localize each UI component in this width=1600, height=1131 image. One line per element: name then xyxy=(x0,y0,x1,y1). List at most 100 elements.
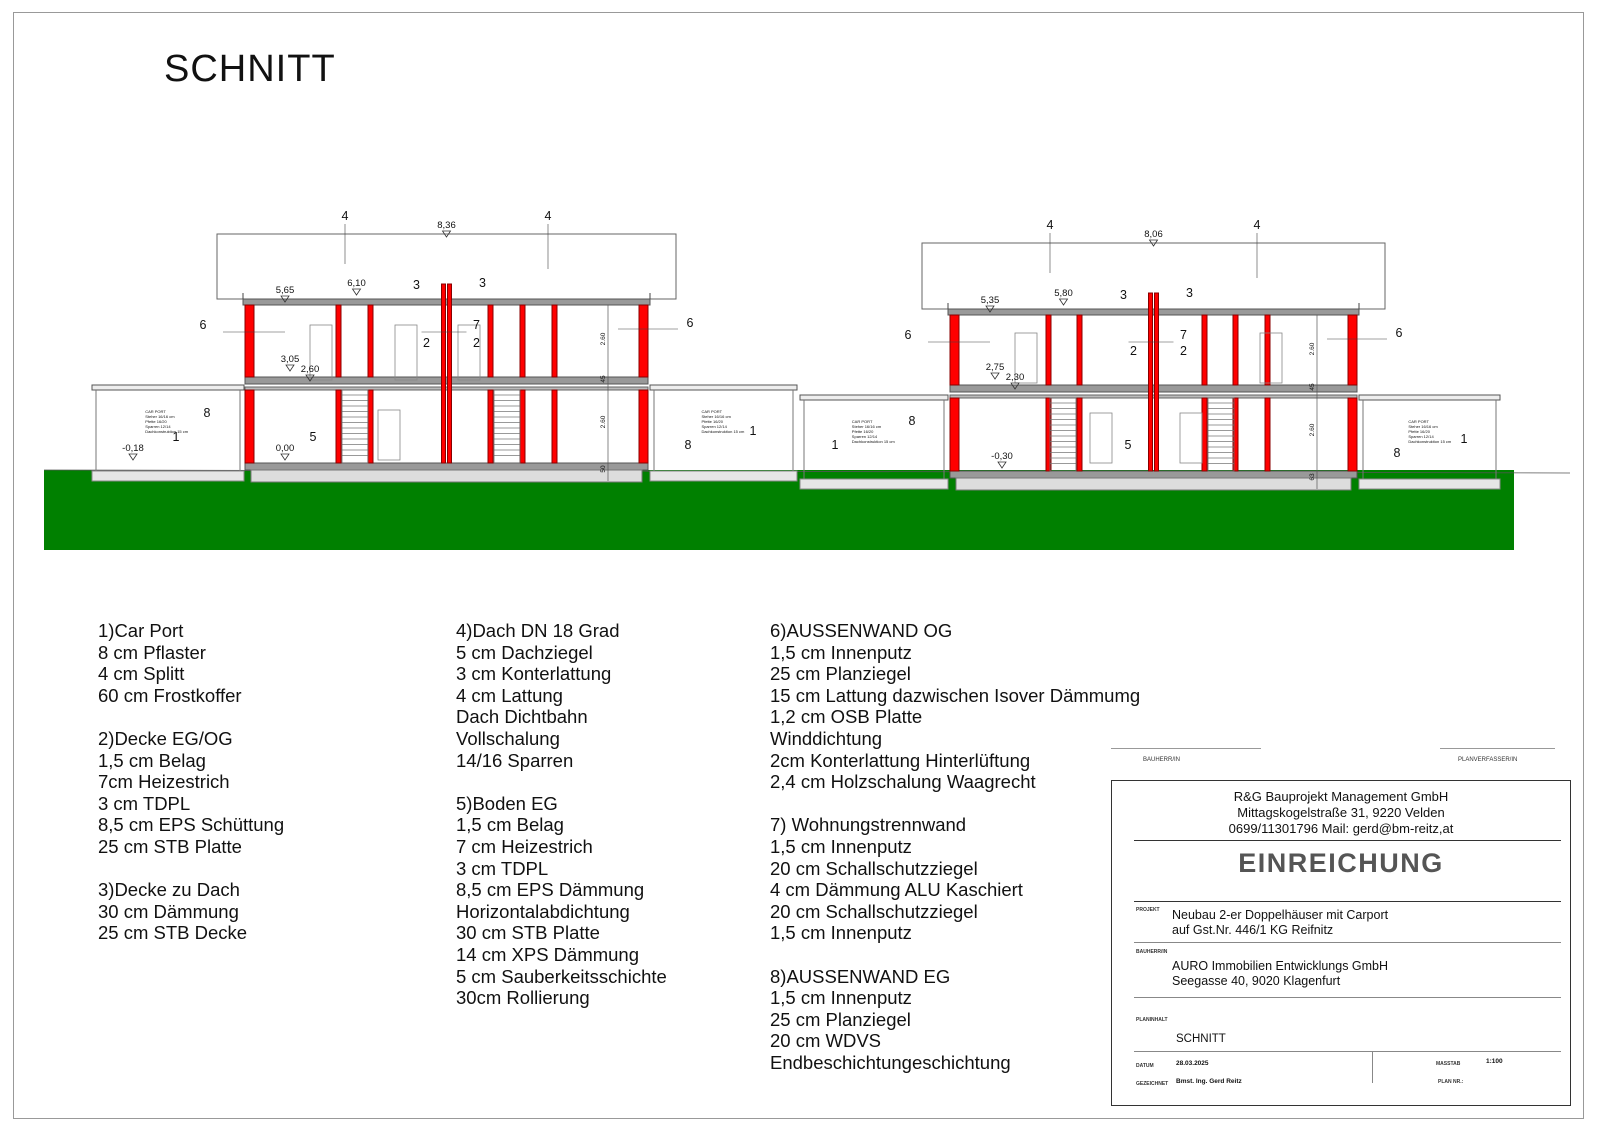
interior-wall xyxy=(519,304,526,378)
callout-3: 3 xyxy=(1186,286,1193,300)
legend-line: 1,5 cm Innenputz xyxy=(770,987,912,1009)
signature-label-bauherr: BAUHERR/IN xyxy=(1143,757,1181,763)
legend-line: 25 cm Planziegel xyxy=(770,1008,911,1030)
level-marker xyxy=(280,453,290,461)
level-ceiling: 5,65 xyxy=(276,285,295,296)
legend-line: Vollschalung xyxy=(456,727,560,749)
interior-wall xyxy=(335,389,342,464)
gezeichnet-value: Bmst. Ing. Gerd Reitz xyxy=(1176,1078,1242,1085)
interior-wall xyxy=(1045,314,1052,386)
door-outline xyxy=(1089,412,1113,464)
door-outline xyxy=(394,324,418,381)
projekt-line: Neubau 2-er Doppelhäuser mit Carport xyxy=(1172,908,1389,922)
carport-note: Pfette 16/20 xyxy=(852,429,874,434)
legend-item-6: 6)AUSSENWAND OG 1,5 cm Innenputz 25 cm P… xyxy=(770,620,1140,793)
carport-note: Dachkonstruktion 15 cm xyxy=(852,439,896,444)
callout-4: 4 xyxy=(545,209,552,223)
legend-heading: 8)AUSSENWAND EG xyxy=(770,965,951,987)
carport-note: Steher 16/16 cm xyxy=(701,414,731,419)
callout-2: 2 xyxy=(1180,344,1187,358)
legend-line: 5 cm Dachziegel xyxy=(456,641,593,663)
stair-outline xyxy=(493,389,521,464)
door-outline xyxy=(1259,332,1283,384)
floor-slab-lower xyxy=(949,394,1358,399)
callout-5: 5 xyxy=(310,430,317,444)
callout-1: 1 xyxy=(173,430,180,444)
carport-roof xyxy=(799,394,949,401)
carport-note: CAR PORT xyxy=(1408,419,1429,424)
legend-heading: 6)AUSSENWAND OG xyxy=(770,620,953,641)
legend-heading: 2)Decke EG/OG xyxy=(98,727,233,749)
projekt-line: auf Gst.Nr. 446/1 KG Reifnitz xyxy=(1172,923,1334,937)
interior-wall xyxy=(335,304,342,378)
legend-line: 4 cm Lattung xyxy=(456,684,563,706)
interior-wall xyxy=(1232,397,1239,472)
callout-6: 6 xyxy=(1396,326,1403,340)
legend-line: 30 cm STB Platte xyxy=(456,922,600,944)
legend-column-3: 6)AUSSENWAND OG 1,5 cm Innenputz 25 cm P… xyxy=(770,620,1140,1095)
dimension-text: 63 xyxy=(1309,473,1316,481)
interior-wall xyxy=(367,304,374,378)
dimension-text: 2.60 xyxy=(1309,423,1316,436)
legend-line: 4 cm Splitt xyxy=(98,663,185,685)
legend-heading: 5)Boden EG xyxy=(456,792,558,814)
divider xyxy=(1134,901,1561,902)
company-info: R&G Bauprojekt Management GmbH Mittagsko… xyxy=(1112,789,1570,837)
callout-1: 1 xyxy=(832,438,839,452)
stair-outline xyxy=(1049,397,1077,472)
callout-5: 5 xyxy=(1125,438,1132,452)
sheet-border xyxy=(13,12,1584,1119)
interior-wall xyxy=(487,304,494,378)
interior-wall xyxy=(367,389,374,464)
interior-wall xyxy=(1201,314,1208,386)
interior-wall xyxy=(487,389,494,464)
foundation xyxy=(250,469,643,483)
interior-wall xyxy=(1201,397,1208,472)
massstab-label: MASSTAB xyxy=(1436,1061,1461,1067)
level-marker xyxy=(1010,382,1020,390)
legend-line: 1,5 cm Innenputz xyxy=(770,835,912,857)
bauherr-label: BAUHERR/IN xyxy=(1136,949,1168,955)
carport-note: Pfette 16/20 xyxy=(701,419,723,424)
legend-line: 1,2 cm OSB Platte xyxy=(770,706,923,728)
callout-8: 8 xyxy=(685,438,692,452)
callout-4: 4 xyxy=(342,209,349,223)
legend-line: Horizontalabdichtung xyxy=(456,900,630,922)
callout-6: 6 xyxy=(200,318,207,332)
callout-3: 3 xyxy=(1120,288,1127,302)
interior-wall xyxy=(1076,314,1083,386)
door-outline xyxy=(1179,412,1203,464)
interior-wall xyxy=(1076,397,1083,472)
divider xyxy=(1134,997,1561,998)
callout-8: 8 xyxy=(909,414,916,428)
carport-note: CAR PORT xyxy=(852,419,873,424)
legend-line: 5 cm Sauberkeitsschichte xyxy=(456,965,667,987)
door-outline xyxy=(1014,332,1038,384)
interior-wall xyxy=(1045,397,1052,472)
carport-note: Dachkonstruktion 15 cm xyxy=(1408,439,1452,444)
exterior-wall xyxy=(244,389,255,464)
callout-8: 8 xyxy=(1394,446,1401,460)
carport-note: Sparren 12/14 xyxy=(701,424,727,429)
dimension-text: 45 xyxy=(1309,383,1316,391)
legend-line: 15 cm Lattung dazwischen Isover Dämmumg xyxy=(770,684,1141,706)
drawing-title: SCHNITT xyxy=(164,48,336,90)
callout-4: 4 xyxy=(1254,218,1261,232)
carport-note: Steher 16/16 cm xyxy=(852,424,882,429)
level-floor-og: 3,05 xyxy=(281,354,300,365)
interior-wall xyxy=(551,304,558,378)
interior-wall xyxy=(519,389,526,464)
datum-value: 28.03.2025 xyxy=(1176,1060,1209,1067)
bauherr-value: AURO Immobilien Entwicklungs GmbH Seegas… xyxy=(1172,959,1388,989)
legend-line: 1,5 cm Innenputz xyxy=(770,641,912,663)
legend-line: 30cm Rollierung xyxy=(456,987,590,1009)
legend-line: Winddichtung xyxy=(770,727,883,749)
level-marker xyxy=(128,453,138,461)
signature-line-bauherr xyxy=(1111,748,1261,749)
interior-wall xyxy=(1264,397,1271,472)
level-eave: 5,80 xyxy=(1054,288,1073,299)
exterior-wall xyxy=(1347,314,1358,386)
roof-outline xyxy=(921,242,1386,310)
interior-wall xyxy=(1264,314,1271,386)
